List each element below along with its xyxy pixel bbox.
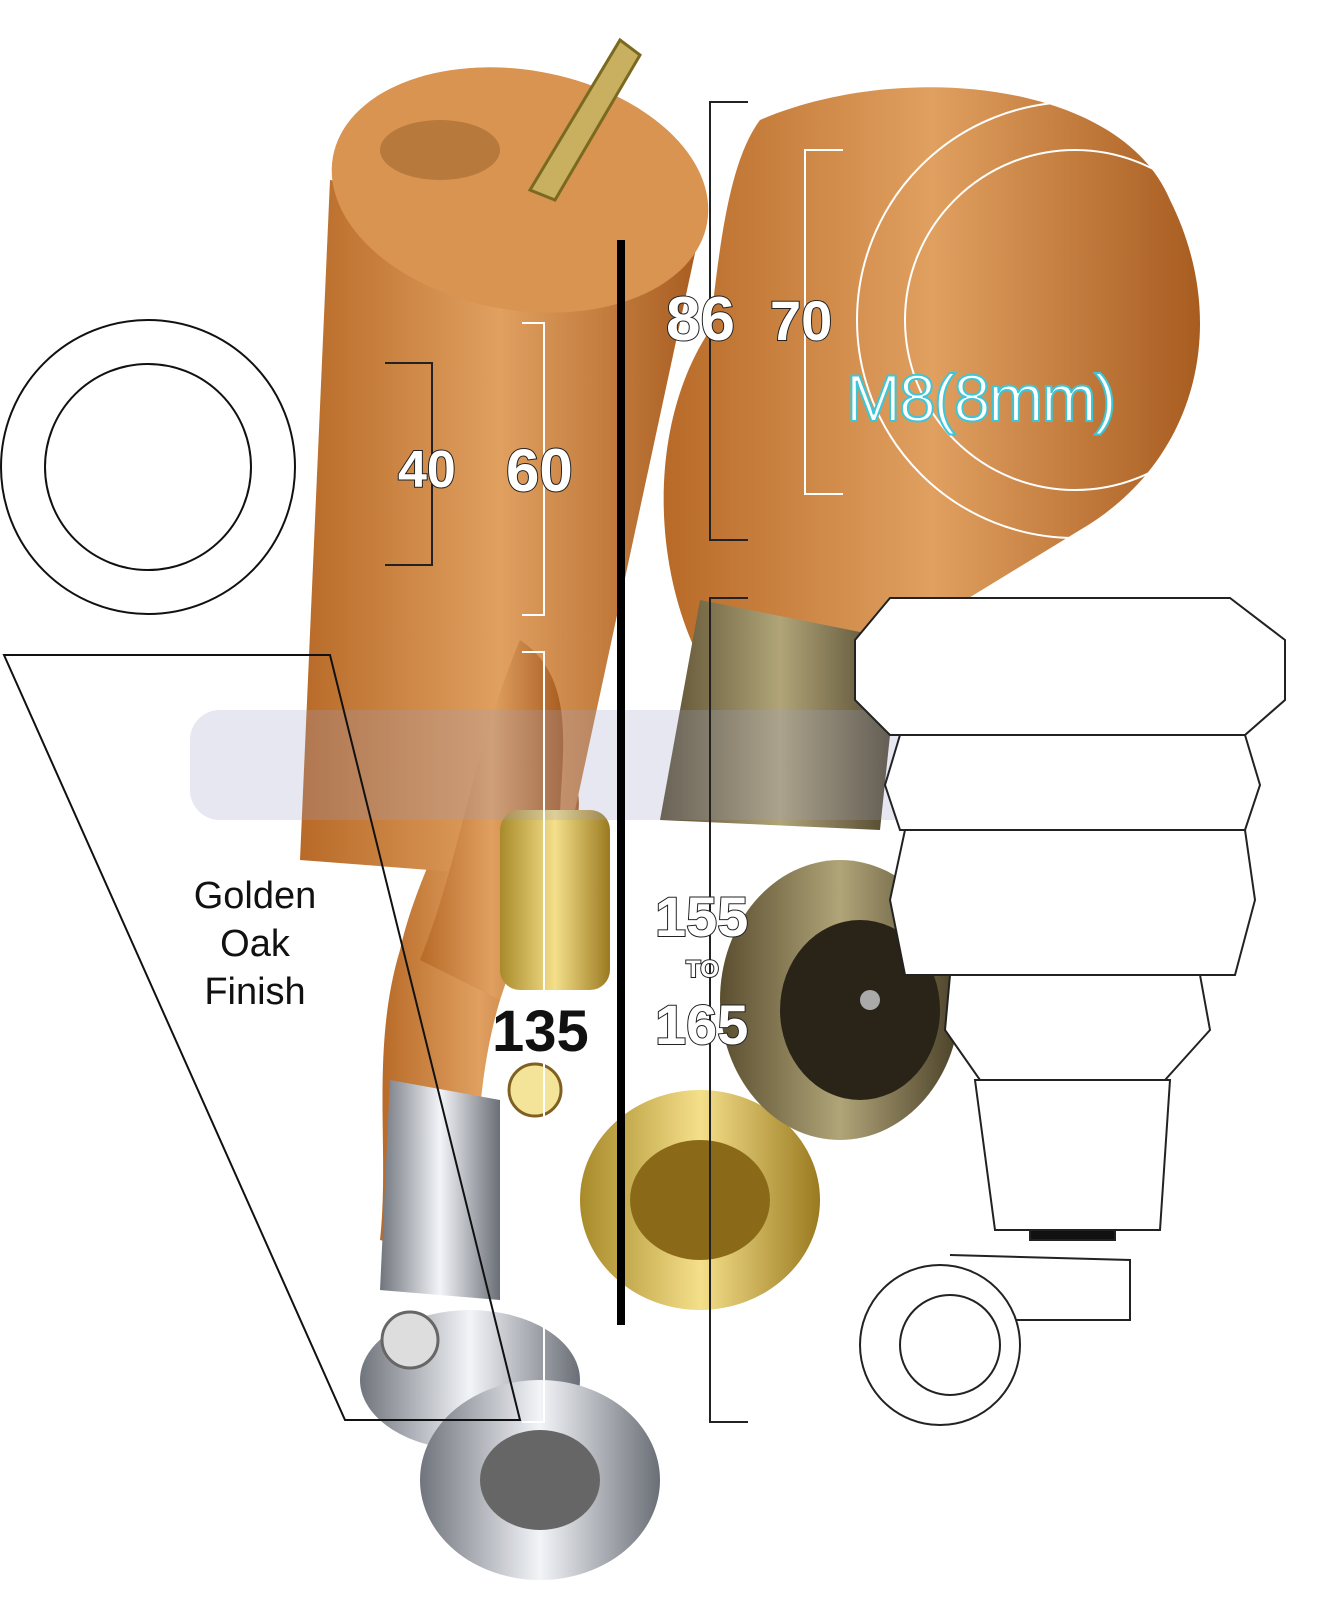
dimension-40: 40: [397, 440, 457, 500]
cylinder-leg: [300, 37, 709, 880]
finish-caption-line2: Finish: [204, 971, 306, 1013]
finish-caption-line1: Golden Oak: [193, 875, 317, 965]
dimension-60: 60: [505, 436, 574, 505]
dimension-70: 70: [769, 288, 833, 353]
watermark-logo: [190, 710, 1110, 820]
dimension-135: 135: [492, 999, 589, 1064]
bun-top-outline: [856, 101, 1294, 539]
bun-leg-antique-caster: [660, 87, 1200, 1140]
dimension-165: 165: [654, 992, 749, 1057]
dimension-brackets-dark: [385, 101, 748, 1423]
outline-drawings: [0, 319, 522, 1421]
dimension-86: 86: [665, 284, 736, 355]
dimension-to: TO: [685, 955, 720, 984]
thread-size-label: M8(8mm): [845, 360, 1117, 436]
dimension-155: 155: [654, 884, 749, 949]
bun-leg-profile-drawing: [854, 597, 1286, 1426]
dimension-brackets-light: [522, 149, 843, 1423]
finish-caption: Golden Oak Finish: [160, 872, 350, 1016]
brass-caster-leg: [420, 640, 820, 1310]
